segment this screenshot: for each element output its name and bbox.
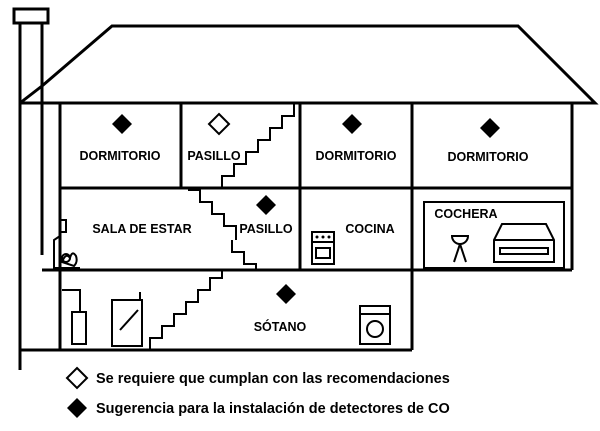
roof [19, 24, 599, 105]
filled-diamond-icon [342, 114, 362, 134]
filled-diamond-icon [112, 114, 132, 134]
legend-filled-diamond-icon [67, 398, 87, 418]
stairs-middle [188, 189, 257, 270]
grill-icon [450, 235, 470, 263]
room-label-cocina: COCINA [345, 222, 394, 236]
room-label-dormitorio-2: DORMITORIO [315, 149, 396, 163]
furnace-icon [111, 292, 143, 347]
stairs-basement [149, 270, 223, 350]
chimney [12, 7, 50, 370]
fireplace-icon [53, 235, 80, 269]
legend: Se requiere que cumplan con las recomend… [65, 366, 450, 418]
filled-diamond-icon [276, 284, 296, 304]
house-structure [20, 103, 574, 352]
stove-icon [311, 231, 335, 265]
markers [112, 112, 500, 304]
water-heater-icon [62, 289, 87, 345]
filled-diamond-icon [480, 118, 500, 138]
stairs-upper [221, 104, 295, 188]
legend-hollow-diamond-icon [65, 366, 89, 390]
room-label-pasillo-upper: PASILLO [187, 149, 241, 163]
room-label-pasillo-middle: PASILLO [239, 222, 293, 236]
room-label-cochera: COCHERA [434, 207, 497, 221]
car-icon [493, 223, 555, 263]
filled-diamond-icon [256, 195, 276, 215]
legend-suggested-label: Sugerencia para la instalación de detect… [96, 401, 450, 417]
room-label-dormitorio-1: DORMITORIO [79, 149, 160, 163]
legend-required-label: Se requiere que cumplan con las recomend… [96, 371, 450, 387]
room-labels: DORMITORIO PASILLO DORMITORIO DORMITORIO… [79, 149, 528, 334]
room-label-sotano: SÓTANO [254, 319, 307, 334]
room-label-dormitorio-3: DORMITORIO [447, 150, 528, 164]
hollow-diamond-icon [207, 112, 231, 136]
washing-machine-icon [359, 305, 391, 345]
room-label-sala-de-estar: SALA DE ESTAR [92, 222, 191, 236]
